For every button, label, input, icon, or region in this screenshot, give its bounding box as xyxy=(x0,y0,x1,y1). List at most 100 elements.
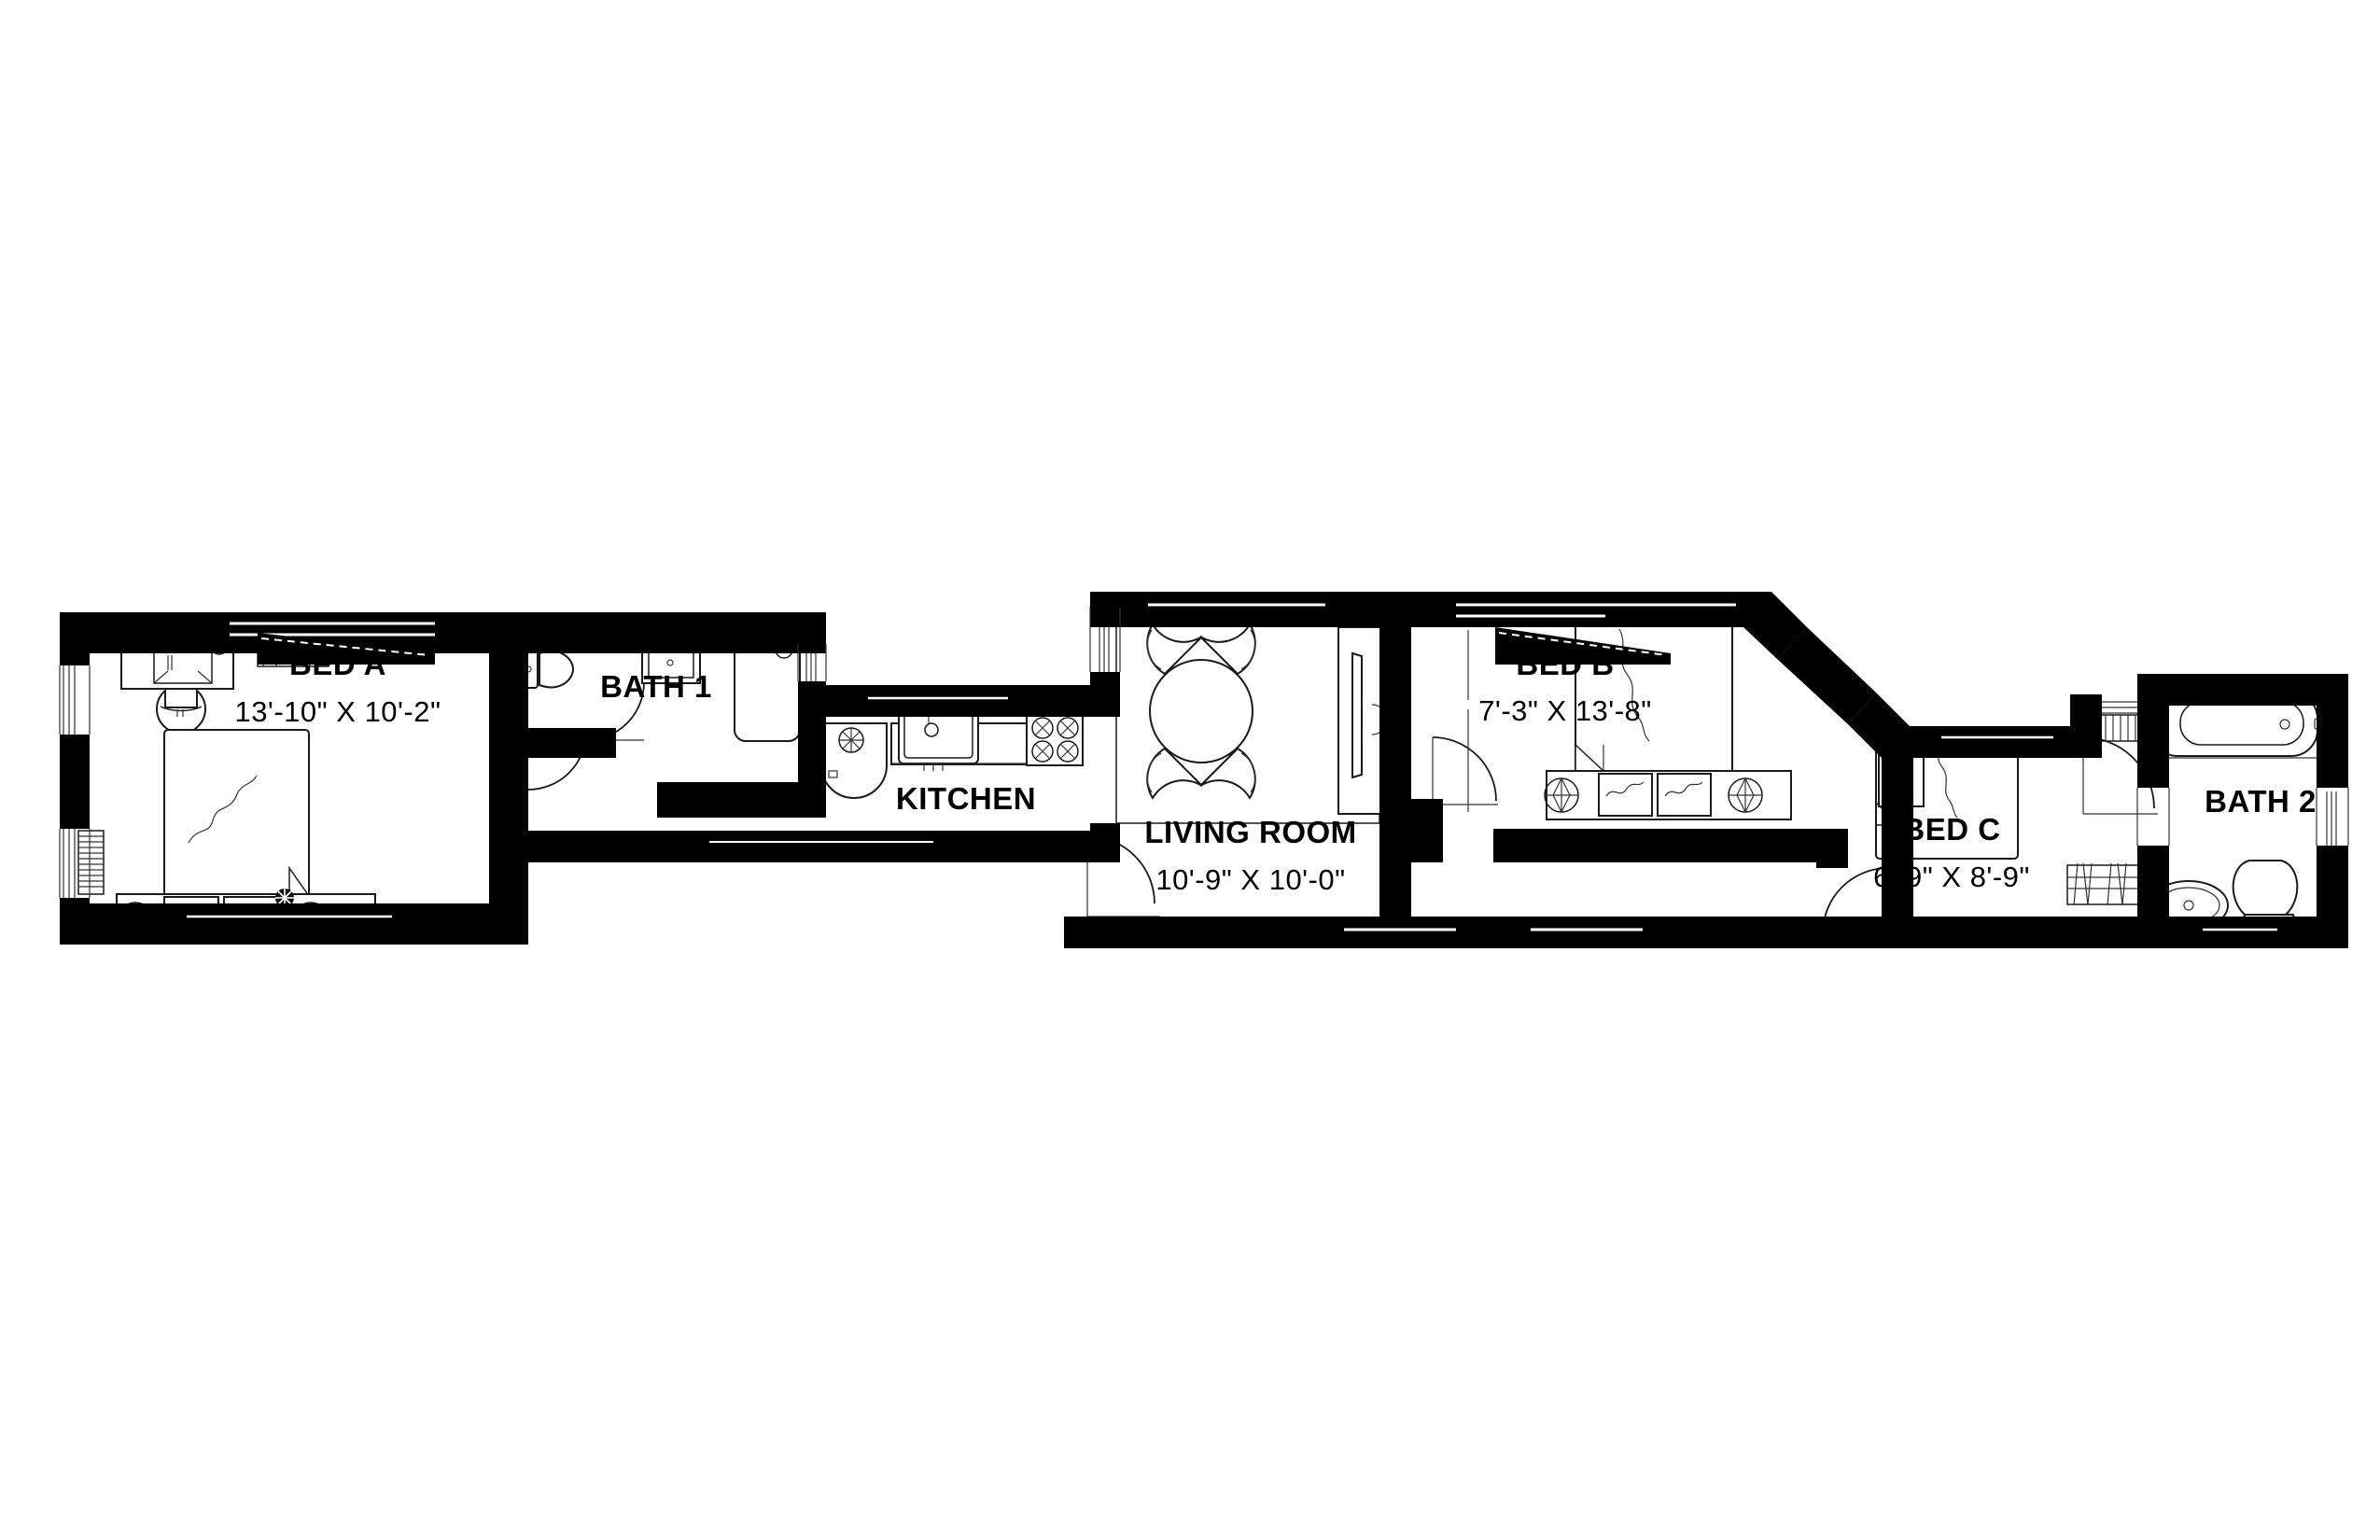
radiator-body xyxy=(77,830,105,895)
radiator-fins xyxy=(78,835,104,888)
bed-b-north-sill-lines xyxy=(1456,603,1736,618)
wall-living-west-return xyxy=(1064,672,1090,717)
chair-br-back xyxy=(1240,752,1256,793)
room-label-bed-a: BED A xyxy=(289,647,386,681)
burner-3-cross xyxy=(1034,743,1051,760)
wall-bed-c-ne-post xyxy=(2070,694,2102,758)
room-label-bed-c: BED C xyxy=(1902,812,2000,847)
burner-1 xyxy=(1031,717,1054,739)
dining-chair-bottom-right xyxy=(1199,747,1256,800)
fridge-handle xyxy=(828,770,838,778)
wall-bath1-east-jamb-bottom xyxy=(798,681,826,818)
fridge-body xyxy=(820,722,888,799)
bed-b-door-leaf xyxy=(1432,737,1498,805)
kitchen-refrigerator xyxy=(820,722,888,799)
wall-west-jamb-top xyxy=(60,612,90,665)
wall-living-room-east xyxy=(1379,592,1411,924)
room-label-bed-b: BED B xyxy=(1516,647,1614,681)
bed-b-sloped-ceiling-indicator xyxy=(1495,627,1671,665)
room-dim-living-room: 10'-9" X 10'-0" xyxy=(1155,863,1345,896)
bed-b-door-swing xyxy=(1432,736,1497,802)
room-dim-bed-c: 6'-9" X 8'-9" xyxy=(1873,861,2030,893)
walls xyxy=(59,592,2349,948)
wall-bath-1-toilet-stub xyxy=(489,728,616,758)
bed-a-blanket-fold xyxy=(188,775,258,844)
wall-north-bed-b xyxy=(1411,592,1807,659)
chair-tl-back xyxy=(1146,629,1162,670)
desk-chair-back xyxy=(160,706,203,712)
wall-west-jamb-middle xyxy=(60,735,90,829)
bath-2-west-window-frame xyxy=(2136,788,2170,846)
bath2-sink-drain xyxy=(2183,900,2194,911)
kitchen-cabinet-line xyxy=(891,763,1027,771)
wall-bed-c-west xyxy=(1882,726,1913,862)
wall-bed-a-east xyxy=(489,653,528,945)
chair-bl-back xyxy=(1146,752,1162,793)
wall-living-west-jamb-mid xyxy=(1090,672,1120,717)
wall-bath-2-west-upper xyxy=(2137,674,2169,788)
wall-south-hall xyxy=(528,831,1115,862)
wall-south-exterior xyxy=(1064,917,2169,948)
wall-north-bath-2 xyxy=(2137,674,2348,706)
wall-angled-northeast xyxy=(1777,627,1876,724)
desk-detail xyxy=(167,655,173,670)
bath-2-east-window-frame xyxy=(2316,788,2349,846)
toilet-bowl xyxy=(539,650,575,689)
bath1-toilet xyxy=(522,650,575,689)
wall-bed-b-se-post xyxy=(1816,829,1848,868)
bed-a-slope-dashline xyxy=(260,637,430,656)
chair-tr-back xyxy=(1240,629,1256,670)
sink-drain xyxy=(924,722,939,737)
bed-a-plant xyxy=(275,889,294,907)
wall-south-bath-1 xyxy=(657,782,826,818)
west-window-frames xyxy=(59,665,91,898)
living-west-window-frame xyxy=(1089,607,1121,672)
wall-living-west-jamb-top xyxy=(1090,592,1120,607)
wall-north-living-room xyxy=(1090,592,1409,627)
room-label-living-room: LIVING ROOM xyxy=(1144,815,1356,849)
wall-bed-b-west-jamb-lower xyxy=(1411,799,1443,862)
room-dim-bed-a: 13'-10" X 10'-2" xyxy=(234,695,441,728)
bed-b-fixtures xyxy=(1432,618,1862,820)
desk-chair-base xyxy=(176,709,184,717)
wall-south-bath-2 xyxy=(2137,917,2348,948)
bed-b-slope-dashline xyxy=(1498,632,1668,656)
plant-leaves xyxy=(275,889,294,907)
bed-b-nightstand-right xyxy=(1728,777,1763,814)
wall-bed-c-sw-post xyxy=(1882,862,1913,924)
burner-2-cross xyxy=(1059,720,1076,736)
wall-bath-2-east-upper xyxy=(2317,674,2348,788)
bath2-toilet-bowl xyxy=(2232,860,2299,924)
bed-a-mattress xyxy=(163,729,310,897)
burner-4 xyxy=(1057,740,1079,763)
bed-b-nightstand-left xyxy=(1544,777,1579,814)
wall-south-bed-b xyxy=(1493,829,1848,862)
bed-a-sloped-ceiling-indicator xyxy=(258,633,435,665)
round-dining-table xyxy=(1149,659,1253,763)
room-dim-bed-b: 7'-3" X 13'-8" xyxy=(1478,694,1652,727)
bed-b-lamp-left-cross xyxy=(1545,778,1578,812)
window-bed-a-west-upper xyxy=(63,665,76,735)
bed-c-closet-hangers xyxy=(2073,862,2127,906)
bed-b-pillow-left-fold xyxy=(1605,781,1645,797)
wall-north-bed-a-bath-1 xyxy=(90,612,826,653)
tv-panel xyxy=(1351,651,1363,779)
window-bed-a-west-lower xyxy=(63,829,76,898)
bed-b-lamp-right-cross xyxy=(1729,778,1762,812)
wall-north-bed-c xyxy=(1882,726,2102,758)
burner-3 xyxy=(1031,740,1054,763)
bed-b-pillow-right-fold xyxy=(1664,781,1703,797)
room-label-kitchen: KITCHEN xyxy=(896,781,1036,816)
window-bath-2-east xyxy=(2326,791,2337,846)
room-label-bath-1: BATH 1 xyxy=(600,669,712,704)
wall-bath1-east-jamb-top xyxy=(798,612,826,644)
wall-living-west-jamb-bottom xyxy=(1090,823,1120,862)
vanity-drain xyxy=(666,659,674,666)
bed-a-radiator xyxy=(77,830,105,895)
burner-2 xyxy=(1057,717,1079,739)
dining-chair-bottom-left xyxy=(1146,747,1203,800)
snowflake-icon xyxy=(839,728,863,752)
